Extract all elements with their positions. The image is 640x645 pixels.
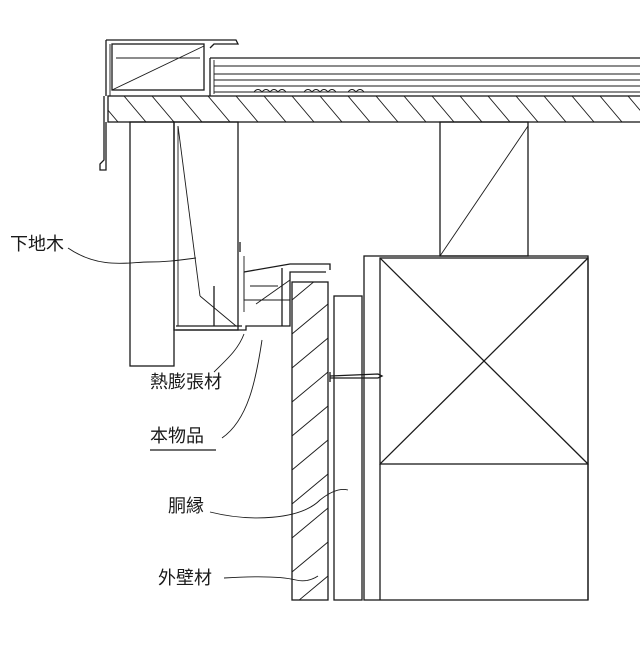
hatch-line	[320, 96, 342, 122]
hatch-line	[628, 96, 640, 122]
hatch-line	[292, 96, 314, 122]
label-gaihekizai: 外壁材	[158, 568, 212, 589]
furring-strip	[330, 296, 382, 600]
hatch-line	[292, 372, 328, 402]
hatch-line	[432, 96, 454, 122]
roof-finish	[210, 58, 640, 96]
hatch-line	[516, 96, 538, 122]
metal-bracket	[176, 264, 330, 330]
label-netsubouchouzai: 熱膨張材	[150, 372, 222, 393]
hatch-line	[264, 96, 286, 122]
leader-lines	[68, 248, 348, 581]
hatch-line	[348, 96, 370, 122]
hatch-line	[152, 96, 174, 122]
hatch-line	[292, 440, 328, 470]
roof-slab	[96, 96, 640, 122]
parapet-edge	[100, 40, 238, 170]
exterior-wall	[280, 270, 328, 606]
hatch-line	[292, 270, 328, 300]
label-shitajiki: 下地木	[10, 234, 64, 255]
hatch-line	[376, 96, 398, 122]
hatch-line	[488, 96, 510, 122]
hatch-line	[292, 542, 328, 572]
hatch-line	[96, 96, 118, 122]
hatch-line	[292, 406, 328, 436]
hatch-line	[292, 474, 328, 504]
hatch-line	[572, 96, 594, 122]
label-honbuhin: 本物品	[150, 426, 204, 447]
hatch-line	[544, 96, 566, 122]
hatch-line	[292, 304, 328, 334]
hatch-line	[292, 338, 328, 368]
hatch-line	[600, 96, 622, 122]
hatch-line	[208, 96, 230, 122]
hatch-line	[404, 96, 426, 122]
hatch-line	[124, 96, 146, 122]
hatch-line	[236, 96, 258, 122]
label-dobuchi: 胴縁	[168, 496, 204, 517]
hatch-line	[180, 96, 202, 122]
hatch-line	[460, 96, 482, 122]
upper-post	[440, 122, 528, 256]
main-column	[364, 256, 588, 600]
